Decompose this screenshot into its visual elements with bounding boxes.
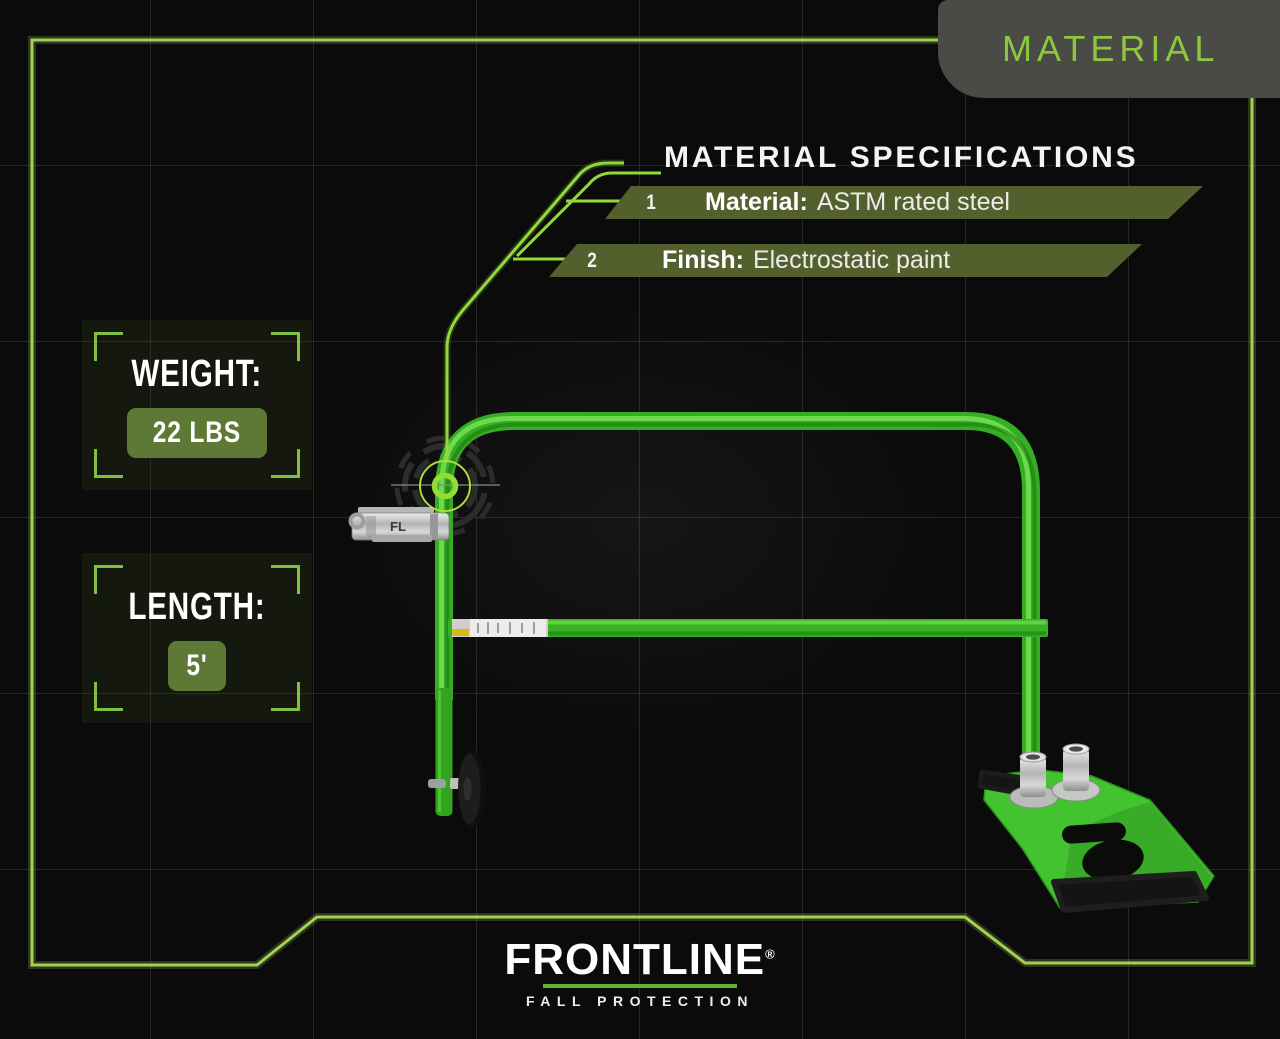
spec-label: Material:	[705, 188, 808, 216]
length-panel: LENGTH: 5'	[82, 553, 312, 723]
corner-bracket-icon	[271, 332, 300, 361]
spec-label: Finish:	[662, 246, 744, 274]
spec-row-finish: 2 Finish: Electrostatic paint	[549, 244, 1142, 277]
length-label: LENGTH:	[128, 585, 266, 628]
corner-bracket-icon	[94, 682, 123, 711]
corner-bracket-icon	[271, 565, 300, 594]
length-value: 5'	[186, 648, 208, 682]
corner-bracket-icon	[94, 565, 123, 594]
corner-bracket-icon	[94, 332, 123, 361]
frame-border	[28, 36, 1256, 969]
spec-row-material: 1 Material: ASTM rated steel	[605, 186, 1203, 219]
latch-marking: FL	[390, 519, 406, 534]
base-plate-sockets	[1019, 743, 1090, 797]
weight-value-badge: 22 LBS	[127, 407, 267, 458]
spec-number: 2	[587, 248, 597, 272]
brand-tagline: FALL PROTECTION	[526, 993, 754, 1009]
callout-trace	[443, 159, 661, 460]
corner-bracket-icon	[94, 449, 123, 478]
latch-bracket: FL	[348, 507, 450, 542]
corner-bracket-icon	[271, 449, 300, 478]
weight-value: 22 LBS	[152, 415, 242, 449]
guardrail-base-plate	[977, 769, 1215, 913]
spec-value: ASTM rated steel	[816, 188, 1010, 216]
callout-ring-icon	[391, 460, 500, 512]
spec-number: 1	[646, 190, 656, 214]
weight-panel: WEIGHT: 22 LBS	[82, 320, 312, 490]
logo-underline	[543, 984, 737, 988]
weight-label: WEIGHT:	[131, 352, 263, 395]
registered-mark: ®	[765, 946, 776, 962]
wheel	[428, 750, 486, 828]
spec-value: Electrostatic paint	[752, 246, 951, 274]
corner-bracket-icon	[271, 682, 300, 711]
page-title: MATERIAL SPECIFICATIONS	[664, 141, 1139, 174]
brand-logo: FRONTLINE® FALL PROTECTION	[0, 935, 1280, 1010]
material-tab: MATERIAL	[938, 0, 1280, 98]
material-tab-label: MATERIAL	[1002, 28, 1220, 69]
guardrail-frame	[435, 412, 1048, 816]
length-value-badge: 5'	[168, 640, 226, 691]
brand-name: FRONTLINE®	[504, 935, 776, 984]
